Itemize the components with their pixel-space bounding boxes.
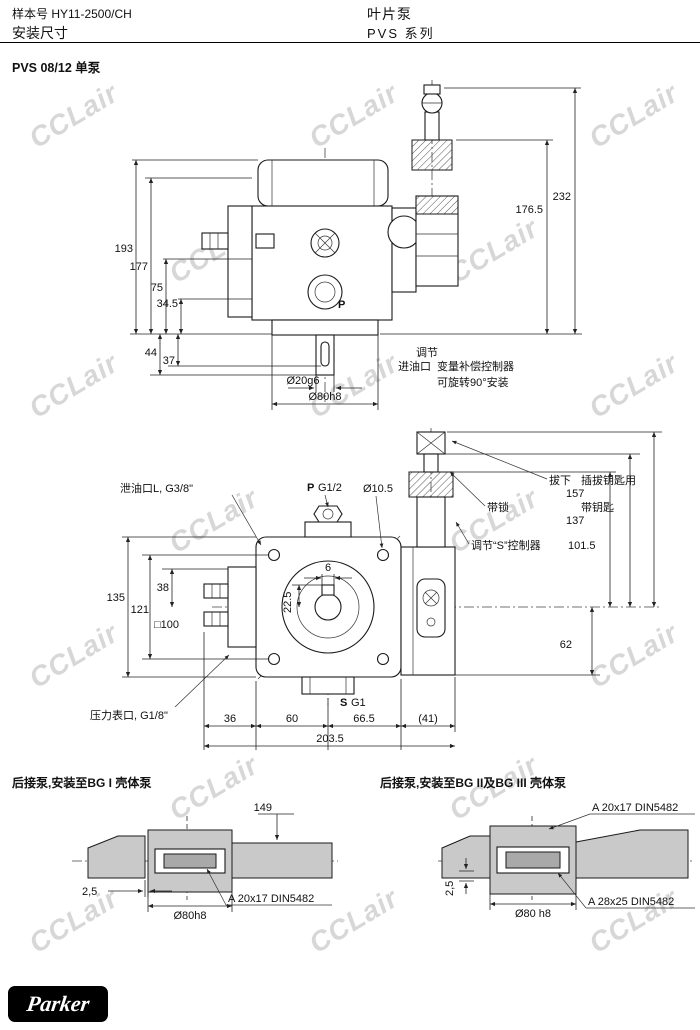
dim-2-5-bg1: 2,5: [82, 886, 97, 898]
label-p-thread: G1/2: [318, 482, 342, 494]
dim-34-5: 34.5: [157, 298, 178, 310]
label-gauge-port: 压力表口, G1/8": [90, 708, 168, 722]
side-view-dimensions: 193 177 75 34.5 44 37 176.5 232 Ø20g6 Ø8…: [115, 87, 582, 410]
dim-spigot-dia: Ø80h8: [308, 391, 341, 403]
label-drain-port: 泄油口L, G3/8": [120, 481, 193, 495]
label-spline-bg1: A 20x17 DIN5482: [228, 893, 314, 905]
parker-logo-text: Parker: [25, 991, 91, 1016]
dim-60: 60: [286, 713, 298, 725]
dim-22-5: 22.5: [282, 592, 294, 613]
rear-pump-bg2-title: 后接泵,安装至BG II及BG III 壳体泵: [380, 776, 567, 790]
parker-logo: Parker: [8, 986, 108, 1022]
label-spline-bottom-bg2: A 28x25 DIN5482: [588, 896, 674, 908]
dim-6: 6: [325, 562, 331, 574]
dim-2-5-bg2: 2,5: [444, 881, 456, 896]
label-spline-top-bg2: A 20x17 DIN5482: [592, 802, 678, 814]
port-p-label: P: [338, 299, 345, 311]
doc-number: 样本号 HY11-2500/CH: [12, 7, 132, 21]
dim-62: 62: [560, 639, 572, 651]
page-title: PVS 08/12 单泵: [12, 61, 101, 75]
dim-149: 149: [254, 802, 272, 814]
dim-dia80h8-bg2: Ø80 h8: [515, 908, 551, 920]
dim-177: 177: [130, 261, 148, 273]
dim-66-5: 66.5: [353, 713, 374, 725]
dim-121: 121: [131, 604, 149, 616]
dim-38: 38: [157, 582, 169, 594]
pump-side-view: P: [201, 80, 459, 402]
product-name: 叶片泵: [367, 6, 412, 22]
dim-137: 137: [566, 515, 584, 527]
side-view-notes: 调节 进油口 变量补偿控制器 可旋转90°安装: [398, 346, 514, 389]
rear-pump-bg1-title: 后接泵,安装至BG I 壳体泵: [12, 776, 152, 790]
front-view-dimensions: 135 121 38 □100 22.5 6 36 60: [107, 431, 662, 750]
header-rule: [0, 42, 700, 43]
dim-44: 44: [145, 347, 157, 359]
note-pull-out: 拔下: [549, 473, 571, 487]
note-adjust: 调节: [416, 346, 438, 359]
dim-37: 37: [163, 355, 175, 367]
label-s: S: [340, 697, 347, 709]
note-removable-key: 插拔钥匙用: [581, 473, 636, 487]
dim-dia80h8-bg1: Ø80h8: [173, 910, 206, 922]
dim-41: (41): [418, 713, 438, 725]
label-s-thread: G1: [351, 697, 366, 709]
dim-101-5: 101.5: [568, 540, 596, 552]
dim-232: 232: [553, 191, 571, 203]
note-s-controller: 调节“S”控制器: [471, 538, 541, 552]
dim-203-5: 203.5: [316, 733, 344, 745]
note-inlet: 进油口: [398, 359, 431, 373]
rear-pump-bg2-view: A 20x17 DIN5482 2,5 Ø80 h8 A 28x25 DIN54…: [438, 802, 695, 920]
pump-front-view: [203, 428, 660, 705]
note-compensator-line2: 可旋转90°安装: [437, 375, 509, 389]
dim-shaft-dia: Ø20g6: [286, 375, 319, 387]
dim-176-5: 176.5: [515, 204, 543, 216]
dim-193: 193: [115, 243, 133, 255]
note-compensator-line1: 变量补偿控制器: [437, 359, 514, 373]
dim-135: 135: [107, 592, 125, 604]
dim-36: 36: [224, 713, 236, 725]
dim-75: 75: [151, 282, 163, 294]
dim-157: 157: [566, 488, 584, 500]
rear-pump-bg1-view: 149 2,5 Ø80h8 A 20x17 DIN5482: [72, 802, 338, 922]
page-subject: 安装尺寸: [12, 25, 68, 41]
dim-square-100: □100: [154, 619, 179, 631]
note-with-key: 带钥匙: [581, 500, 614, 514]
note-with-lock: 带锁: [487, 500, 509, 514]
series-name: PVS 系列: [367, 26, 435, 41]
label-hole-dia: Ø10.5: [363, 483, 393, 495]
label-p: P: [307, 482, 314, 494]
